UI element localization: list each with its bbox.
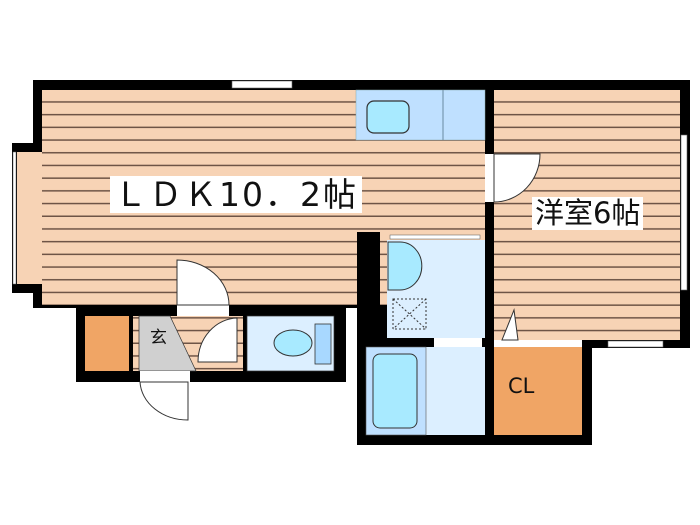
closet [494,347,582,435]
door-opening [434,338,482,347]
toilet-icon [273,329,313,357]
entry-door-icon [139,381,189,421]
western-room-label: 洋室6帖 [532,197,644,230]
window [231,80,293,89]
closet-label: CL [508,374,535,398]
window [12,151,17,285]
window [389,234,481,240]
ldk-label: ＬＤＫ10．2帖 [110,176,362,213]
sink-icon [366,100,410,134]
wm-x [392,298,427,330]
room-door-icon [493,153,541,203]
entry-opening [140,371,190,382]
wm-x [392,298,427,330]
toilet-door-icon [197,317,238,363]
door-opening [494,340,582,347]
window [680,134,688,291]
bay-floor [17,152,42,284]
entrance-floor [138,315,197,372]
ldk-door-icon [176,259,230,306]
washbasin-icon [387,241,423,291]
closet-door-icon [501,308,519,341]
door-opening [177,305,229,316]
toilet-tank [314,323,332,365]
window [607,340,664,348]
bathtub-icon [372,353,418,429]
entrance-label: 玄 [150,328,167,348]
shoe-closet [85,316,129,371]
door-opening [485,154,494,202]
wall-block [357,232,380,382]
washing-machine-icon [392,298,427,330]
